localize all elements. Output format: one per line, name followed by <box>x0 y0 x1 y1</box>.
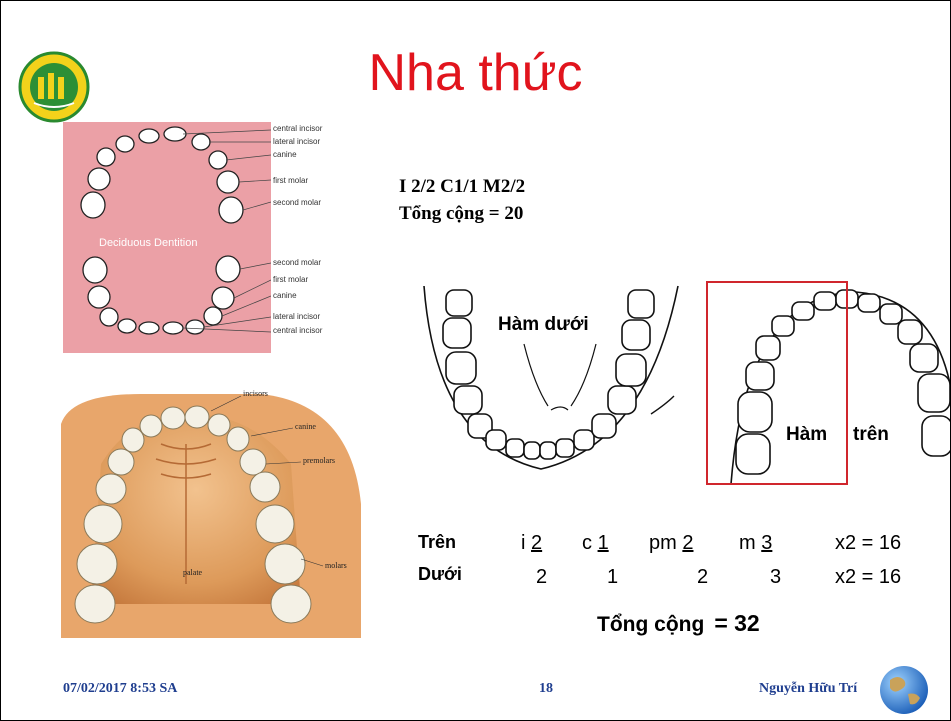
label-canine: canine <box>295 422 316 431</box>
dental-arches-drawing: Hàm dưới Hàm trên <box>416 274 951 486</box>
label-palate: palate <box>183 568 202 577</box>
upper-premolar-cell: pm 2 <box>649 532 693 555</box>
row-label-lower: Dưới <box>418 564 462 585</box>
label-upper-jaw-2: trên <box>853 424 889 446</box>
lower-molar: 3 <box>770 566 781 589</box>
total-label: Tổng cộng <box>597 613 704 636</box>
lower-multiplier: x2 = 16 <box>835 566 901 589</box>
upper-incisor-cell: i 2 <box>521 532 542 555</box>
label-canine-top: canine <box>273 150 297 159</box>
palate-drawing <box>61 384 372 638</box>
label-lower-jaw: Hàm dưới <box>498 314 589 336</box>
upper-multiplier: x2 = 16 <box>835 532 901 555</box>
label-incisors: incisors <box>243 389 268 398</box>
formula-line-2: Tổng cộng = 20 <box>399 200 525 227</box>
footer-date: 07/02/2017 8:53 SA <box>63 681 177 697</box>
label-first-molar-top: first molar <box>273 176 308 185</box>
label-lateral-incisor-top: lateral incisor <box>273 137 320 146</box>
total-value: = 32 <box>714 610 759 636</box>
total-line: Tổng cộng = 32 <box>597 610 760 637</box>
dental-formula: I 2/2 C1/1 M2/2 Tổng cộng = 20 <box>399 173 525 227</box>
label-central-incisor-top: central incisor <box>273 124 322 133</box>
upper-molar-cell: m 3 <box>739 532 772 555</box>
formula-line-1: I 2/2 C1/1 M2/2 <box>399 173 525 200</box>
deciduous-dentition-diagram: central incisor lateral incisor canine f… <box>63 122 334 353</box>
upper-palate-illustration: incisors canine premolars molars palate <box>61 384 372 638</box>
label-lateral-incisor-bottom: lateral incisor <box>273 312 320 321</box>
row-label-upper: Trên <box>418 532 456 553</box>
label-canine-bottom: canine <box>273 291 297 300</box>
lower-incisor: 2 <box>536 566 547 589</box>
upper-canine-cell: c 1 <box>582 532 609 555</box>
footer-page-number: 18 <box>539 681 553 697</box>
label-first-molar-bottom: first molar <box>273 275 308 284</box>
label-central-incisor-bottom: central incisor <box>273 326 322 335</box>
slide-title: Nha thức <box>1 43 950 103</box>
globe-icon <box>878 664 930 716</box>
arches-svg <box>416 274 951 486</box>
label-second-molar-bottom: second molar <box>273 258 321 267</box>
label-upper-jaw-1: Hàm <box>786 424 827 446</box>
lower-premolar: 2 <box>697 566 708 589</box>
lower-canine: 1 <box>607 566 618 589</box>
deciduous-center-label: Deciduous Dentition <box>99 237 197 249</box>
footer-author: Nguyễn Hữu Trí <box>759 681 857 697</box>
label-premolars: premolars <box>303 456 335 465</box>
label-second-molar-top: second molar <box>273 198 321 207</box>
label-molars: molars <box>325 561 347 570</box>
